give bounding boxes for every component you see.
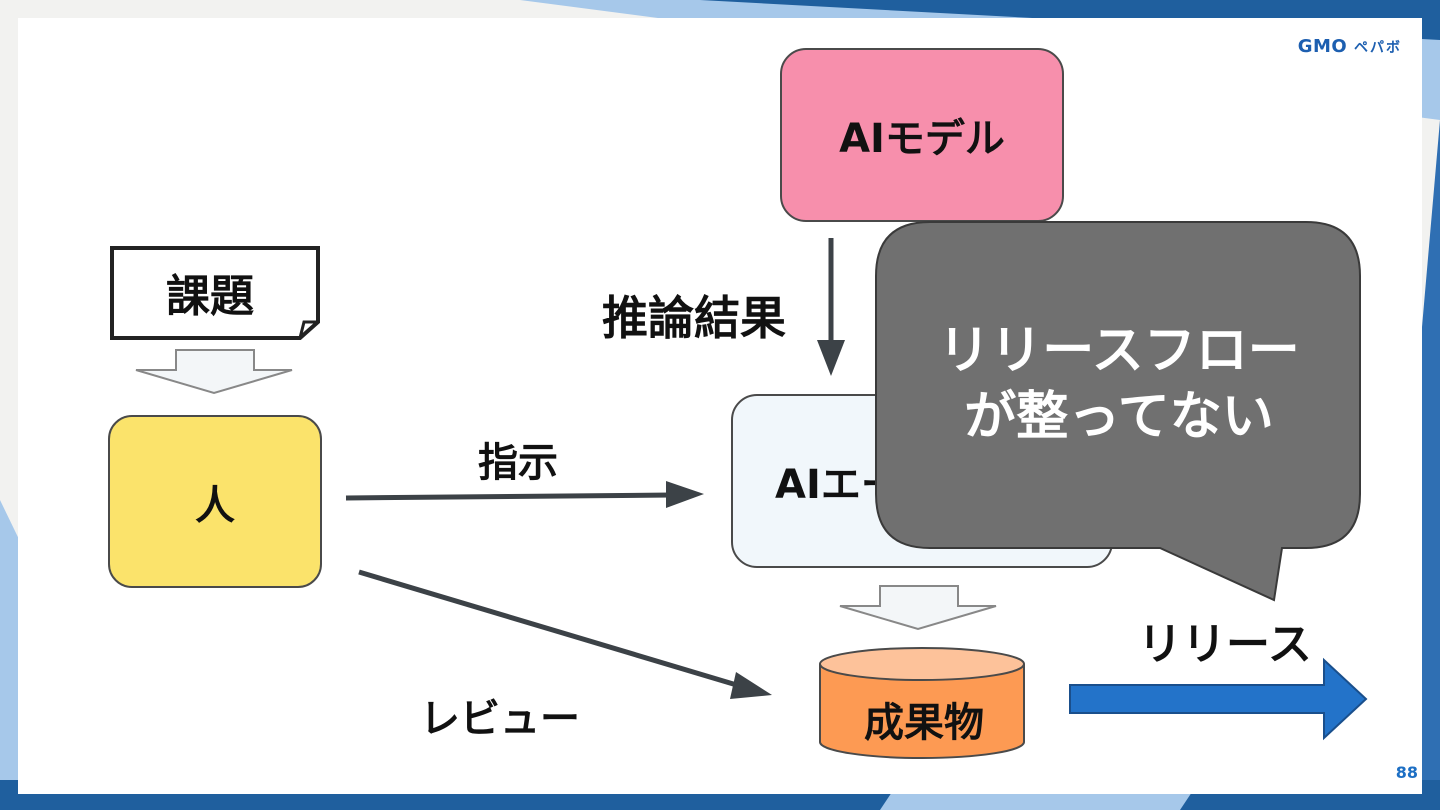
inference-arrow-head [817,340,845,376]
review-label: レビュー [420,696,580,742]
task-to-human-arrow [135,349,293,395]
callout-text: リリースフロー が整ってない [880,318,1358,450]
review-arrow-line [358,569,741,689]
inference-result-label: 推論結果 [602,291,786,345]
task-document-shape [110,246,320,340]
release-arrow [1069,657,1368,741]
instruct-label: 指示 [478,440,558,486]
logo-pepabo: ペパボ [1354,40,1402,56]
callout-line-1: リリースフロー [938,321,1300,381]
review-arrow-head [730,672,772,699]
human-node: 人 [108,415,322,588]
agent-to-deliverable-arrow [839,585,997,631]
ai-model-node: AIモデル [780,48,1064,222]
instruct-arrow-line [345,492,673,501]
deliverable-label: 成果物 [864,700,984,746]
task-label: 課題 [166,271,254,322]
human-label: 人 [195,482,235,529]
task-document-fold [298,320,318,339]
deliverable-cylinder-body [819,664,1025,759]
deliverable-cylinder-top [819,647,1025,681]
callout-line-2: が整ってない [964,387,1274,447]
page-number: 88 [1395,763,1418,782]
release-label: リリース [1138,619,1312,670]
logo-gmo: GMO [1297,36,1348,57]
ai-model-label: AIモデル [839,116,1005,162]
company-logo: GMO ペパボ [1298,36,1402,57]
callout-bubble-shape [875,221,1361,602]
instruct-arrow-head [666,481,704,508]
